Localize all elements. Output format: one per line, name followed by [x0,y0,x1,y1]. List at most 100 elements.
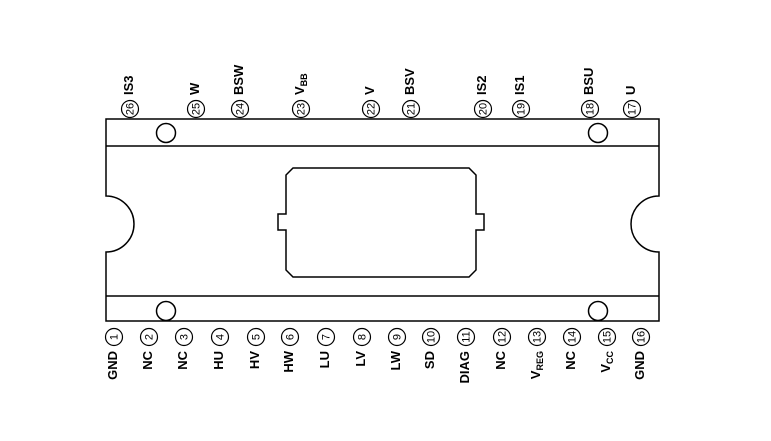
pin-number: 18 [584,103,596,115]
pin-label-subscript: REG [535,351,545,371]
pin-number: 3 [178,334,190,340]
pin-number: 14 [566,331,578,343]
pin-number: 19 [515,103,527,115]
pin-label: DIAG [457,351,472,384]
pin-label-main: IS3 [121,75,136,95]
pin-number: 8 [356,334,368,340]
pin-number: 7 [320,334,332,340]
pin-label: W [187,82,202,95]
pin-label: IS1 [512,75,527,95]
pin-number-circle [174,327,194,347]
pin-number: 2 [143,334,155,340]
pin-number-circle [361,99,381,119]
pin-label-main: IS1 [512,75,527,95]
pin-label-main: NC [140,350,155,369]
pin-number: 16 [635,331,647,343]
pin-label: NC [175,350,190,369]
pin-number: 9 [391,334,403,340]
pin-number-circle [421,327,441,347]
pin-label-main: LV [353,351,368,367]
mounting-hole-bottom-right [587,300,609,322]
pin-label: VREG [528,351,545,379]
top-pin-20: 20 IS2 [473,75,493,119]
pin-number: 11 [460,331,472,342]
pin-number: 6 [284,334,296,340]
bottom-pin-5: 5HV [246,327,266,369]
pin-label-main: GND [632,351,647,380]
pin-number-circle [562,327,582,347]
pin-label: IS2 [474,75,489,95]
pin-label: HV [247,351,262,369]
pin-label: VCC [598,351,615,373]
pin-number: 4 [214,334,226,340]
pin-number-circle [492,327,512,347]
bottom-pin-6: 6HW [280,327,300,373]
pin-label-main: V [292,86,307,95]
bottom-pin-4: 4HU [210,327,230,370]
pin-label-main: GND [105,351,120,380]
pin-number: 23 [295,103,307,115]
pin-label: SD [422,351,437,369]
pin-number: 17 [626,103,638,115]
pin-label-main: HV [247,351,262,369]
top-pin-18: 18 BSU [580,68,600,119]
pin-number-circle [139,327,159,347]
pin-label: LU [317,351,332,368]
pin-number-circle [631,327,651,347]
pin-label-main: NC [175,350,190,369]
bottom-pin-3: 3NC [174,327,194,370]
pin-label-main: IS2 [474,75,489,95]
pin-label-main: NC [563,350,578,369]
pin-number: 24 [234,103,246,115]
pin-label: LV [353,351,368,367]
pin-label-main: W [187,82,202,95]
pin-number: 5 [250,334,262,340]
pin-label: BSW [231,64,246,95]
pin-label-main: LU [317,351,332,368]
pin-label-main: V [528,370,543,379]
mounting-hole-top-right [587,122,609,144]
pin-label-main: BSU [581,68,596,95]
pin-number-circle [104,327,124,347]
pin-number-circle [622,99,642,119]
pin-number-circle [597,327,617,347]
pin-label-main: HW [281,350,296,372]
pin-number: 25 [190,103,202,115]
pin-label-subscript: BB [299,73,309,86]
pin-label: VBB [292,73,309,95]
pin-label-main: SD [422,351,437,369]
pin-number: 22 [365,103,377,115]
pin-number: 13 [531,331,543,343]
top-pin-24: 24 BSW [230,64,250,119]
top-pin-19: 19 IS1 [511,75,531,119]
pin-label-main: NC [493,350,508,369]
pin-label: GND [632,351,647,380]
mounting-hole-top-left [155,122,177,144]
pin-label: BSU [581,68,596,95]
pin-number: 1 [108,334,120,340]
pin-number-circle [210,327,230,347]
pin-label: NC [563,350,578,369]
top-pin-23: 23 VBB [291,73,311,119]
pin-number-circle [352,327,372,347]
bottom-pin-9: 9LW [387,327,407,371]
pin-number: 12 [496,331,508,343]
pin-label: HW [281,350,296,372]
pin-number-circle [511,99,531,119]
pin-label-main: U [623,86,638,95]
top-pin-17: 17 U [622,86,642,119]
pin-label-main: V [598,364,613,373]
pin-label: NC [140,350,155,369]
pin-label: GND [105,351,120,380]
pin-number: 20 [477,103,489,115]
